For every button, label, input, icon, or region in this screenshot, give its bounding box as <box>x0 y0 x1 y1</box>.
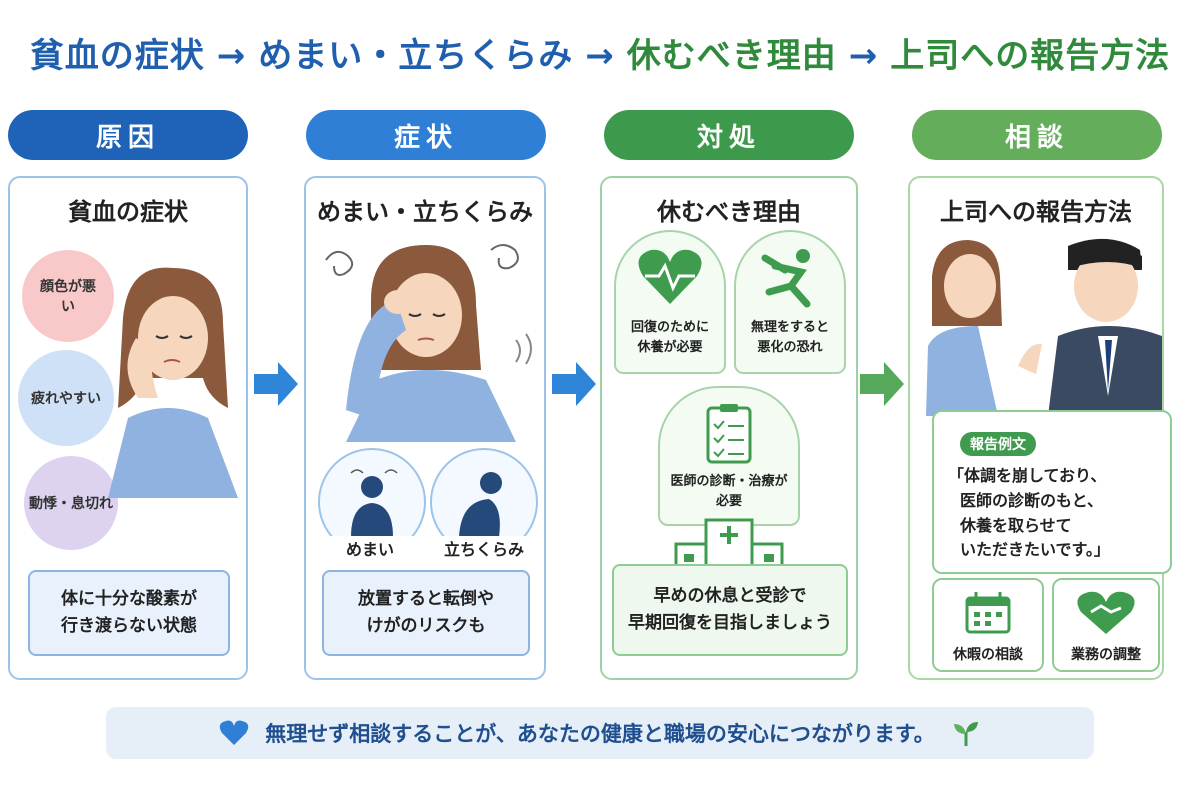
report-to-boss-illustration <box>926 238 1162 416</box>
header-cause: 原因 <box>8 110 248 160</box>
symptom-note: 放置すると転倒やけがのリスクも <box>322 570 530 656</box>
title-arrow: → <box>585 36 615 76</box>
title-arrow: → <box>216 36 247 76</box>
calendar-icon <box>965 592 1011 634</box>
action-note: 早めの休息と受診で早期回復を目指しましょう <box>612 564 848 656</box>
reason-card: 無理をすると悪化の恐れ <box>734 230 846 374</box>
flow-arrow-icon <box>254 362 298 406</box>
card-consult: 上司への報告方法 報告例文 「体調を崩しており、 医師の診断のもと、 休養を取ら… <box>908 176 1172 680</box>
header-consult: 相談 <box>912 110 1162 160</box>
title-part-4: 上司への報告方法 <box>890 36 1171 76</box>
card-cause: 貧血の症状 顔色が悪い 疲れやすい 動悸・息切れ 体に十分な酸素が行き渡らない状… <box>8 176 248 680</box>
dizziness-label: めまい <box>318 536 422 560</box>
handshake-heart-icon <box>1077 591 1135 634</box>
cause-note: 体に十分な酸素が行き渡らない状態 <box>28 570 230 656</box>
card-symptom: めまい・立ちくらみ めまい 立ちくらみ 放置すると転倒やけがのリスクも <box>304 176 546 680</box>
symptom-bubble: 動悸・息切れ <box>24 456 118 550</box>
report-example-text: 「体調を崩しており、 医師の診断のもと、 休養を取らせて いただきたいです。」 <box>948 466 1110 560</box>
page-title: 貧血の症状 → めまい・立ちくらみ → 休むべき理由 → 上司への報告方法 <box>0 28 1200 77</box>
symptom-bubble: 顔色が悪い <box>22 250 114 342</box>
heart-pulse-icon <box>638 249 702 304</box>
symptom-bubble: 疲れやすい <box>18 350 114 446</box>
card-title: めまい・立ちくらみ <box>317 198 533 226</box>
sprout-icon <box>953 722 978 746</box>
footer-banner: 無理せず相談することが、あなたの健康と職場の安心につながります。 <box>106 707 1094 759</box>
title-arrow: → <box>848 36 879 76</box>
flow-arrow-icon <box>860 362 904 406</box>
report-example-box: 報告例文 「体調を崩しており、 医師の診断のもと、 休養を取らせて いただきたい… <box>932 410 1172 574</box>
card-title: 休むべき理由 <box>657 198 801 226</box>
falling-person-icon <box>761 249 811 308</box>
footer-text: 無理せず相談することが、あなたの健康と職場の安心につながります。 <box>265 722 935 746</box>
work-adjust-card: 業務の調整 <box>1052 578 1160 672</box>
dizzy-woman-illustration <box>325 244 532 442</box>
card-title: 上司への報告方法 <box>940 198 1132 226</box>
card-action: 休むべき理由 回復のために休養が必要 無理をすると悪化の恐れ 医師の診断・治療が… <box>600 176 858 680</box>
example-label: 報告例文 <box>960 432 1036 456</box>
header-action: 対処 <box>604 110 854 160</box>
heart-icon <box>220 720 249 745</box>
title-part-2: めまい・立ちくらみ <box>258 36 574 76</box>
tired-woman-illustration <box>108 267 238 498</box>
dizzy-person-icon <box>350 469 398 537</box>
clipboard-icon <box>706 404 752 464</box>
card-title: 貧血の症状 <box>68 198 188 226</box>
work-adjust-label: 業務の調整 <box>1071 647 1141 663</box>
title-part-3: 休むべき理由 <box>626 36 837 76</box>
leave-consult-label: 休暇の相談 <box>953 647 1023 663</box>
flow-arrow-icon <box>552 362 596 406</box>
lightheaded-person-icon <box>459 472 502 537</box>
title-part-1: 貧血の症状 <box>29 36 205 76</box>
reason-card: 医師の診断・治療が必要 <box>658 386 800 526</box>
lightheaded-label: 立ちくらみ <box>424 536 544 560</box>
reason-card: 回復のために休養が必要 <box>614 230 726 374</box>
header-symptom: 症状 <box>306 110 546 160</box>
leave-consult-card: 休暇の相談 <box>932 578 1044 672</box>
